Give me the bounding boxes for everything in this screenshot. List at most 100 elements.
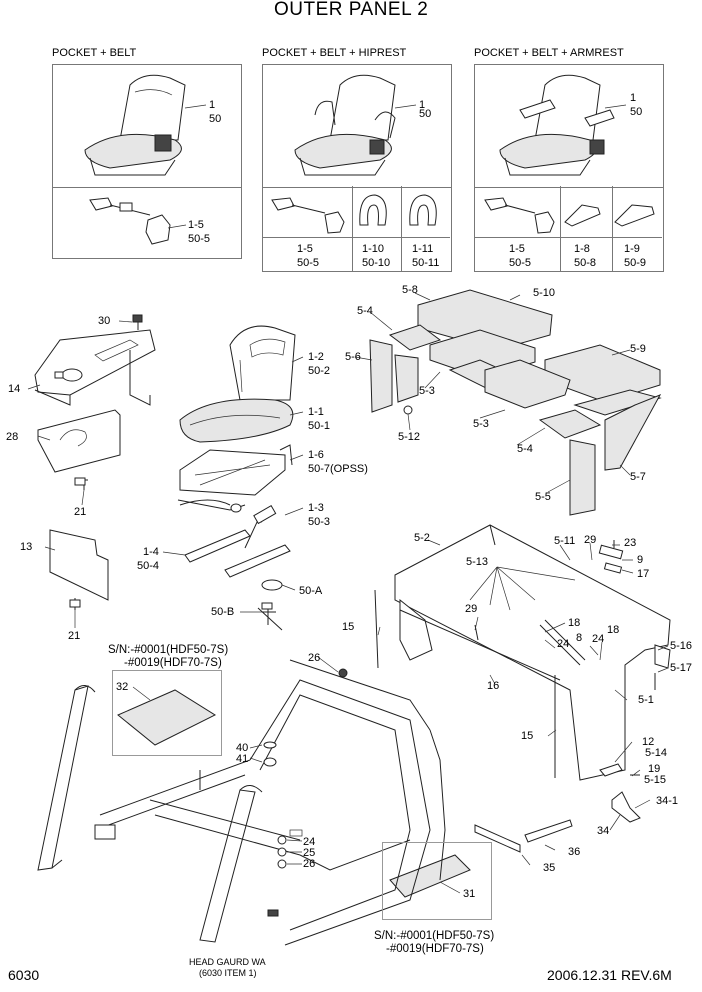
- callout-12: 12: [642, 736, 655, 748]
- callout-13: 13: [20, 541, 33, 553]
- variant-3-parts-drawing: [484, 197, 655, 234]
- variant-1-seat-drawing: [84, 74, 186, 176]
- callout-50-4: 50-4: [137, 560, 160, 572]
- variant-2-item-2a: 1-10: [362, 243, 385, 255]
- callout-5-4-b: 5-4: [517, 443, 533, 455]
- floor-mats-drawing: [369, 289, 662, 516]
- variant-2-seat-ref-1: 1: [419, 99, 426, 111]
- variant-1-seat-ref-1: 1: [209, 99, 216, 111]
- sn-note-bottom-1: S/N:-#0001(HDF50-7S): [374, 930, 495, 942]
- callout-5-2: 5-2: [414, 532, 430, 544]
- variant-2-seat-ref-2: 50: [419, 108, 432, 120]
- callout-5-15: 5-15: [644, 774, 667, 786]
- variant-1-belt-drawing: [89, 197, 171, 245]
- variant-3-item-1a: 1-5: [509, 243, 525, 255]
- callout-30: 30: [98, 315, 111, 327]
- callout-34: 34: [597, 825, 610, 837]
- sn-note-bottom-2: -#0019(HDF70-7S): [386, 943, 484, 955]
- variant-2-divider-h: [262, 237, 450, 238]
- variant-3-seat-ref-2: 50: [630, 106, 643, 118]
- variant-2-item-3b: 50-11: [412, 257, 440, 269]
- head-guard-note-2: (6030 ITEM 1): [199, 968, 257, 978]
- sn-note-top-2: -#0019(HDF70-7S): [124, 657, 222, 669]
- variant-2-seat-drawing: [294, 74, 396, 176]
- callout-31: 31: [463, 888, 476, 900]
- callout-5-3-b: 5-3: [473, 418, 489, 430]
- callout-5-14: 5-14: [645, 747, 668, 759]
- variant-3-parts-box: [474, 186, 664, 272]
- callout-5-6: 5-6: [345, 351, 361, 363]
- callout-36: 36: [568, 846, 581, 858]
- variant-1-item-1b: 50-5: [188, 233, 211, 245]
- callout-5-5: 5-5: [535, 491, 551, 503]
- head-guard-frame-drawing: [37, 659, 446, 946]
- cover-plate-32-drawing: [117, 689, 217, 746]
- variant-3-seat-box: [474, 64, 664, 188]
- callout-25: 25: [303, 847, 316, 859]
- variant-2-item-1a: 1-5: [297, 243, 313, 255]
- callout-28: 28: [6, 431, 19, 443]
- variant-3-divider-h: [474, 237, 662, 238]
- callout-1-1: 1-1: [308, 406, 324, 418]
- callout-50-b: 50-B: [211, 606, 235, 618]
- callout-50-2: 50-2: [308, 365, 331, 377]
- callout-18-b: 18: [607, 624, 620, 636]
- page-number: 6030: [8, 967, 40, 983]
- callout-23: 23: [624, 537, 637, 549]
- callout-50-a: 50-A: [299, 585, 323, 597]
- callout-1-4: 1-4: [143, 546, 159, 558]
- variant-3-seat-ref-1: 1: [630, 92, 637, 104]
- callout-9: 9: [637, 554, 644, 566]
- callout-1-2: 1-2: [308, 351, 324, 363]
- callout-14: 14: [8, 383, 21, 395]
- callout-24-a: 24: [557, 638, 570, 650]
- variant-1-seat-box: [52, 64, 242, 188]
- variant-3-header: POCKET + BELT + ARMREST: [474, 47, 624, 59]
- seat-suspension-drawing: [177, 444, 293, 513]
- callout-5-7: 5-7: [630, 471, 646, 483]
- variant-1-seat-ref-2: 50: [209, 113, 222, 125]
- variant-2-parts-drawing: [271, 194, 437, 234]
- callout-5-8: 5-8: [402, 284, 418, 296]
- variant-1-item-1a: 1-5: [188, 219, 204, 231]
- sn-box-top: [112, 670, 222, 756]
- variant-2-item-1b: 50-5: [297, 257, 320, 269]
- callout-15-b: 15: [521, 730, 534, 742]
- callout-18-a: 18: [568, 617, 581, 629]
- callout-8: 8: [576, 632, 583, 644]
- callout-32: 32: [116, 681, 129, 693]
- variant-3-seat-drawing: [499, 74, 615, 176]
- sn-note-top-1: S/N:-#0001(HDF50-7S): [108, 644, 229, 656]
- callout-21-b: 21: [68, 630, 81, 642]
- callout-26-b: 26: [303, 858, 316, 870]
- callout-50-1: 50-1: [308, 420, 331, 432]
- callout-29-b: 29: [465, 603, 478, 615]
- variant-2-parts-box: [262, 186, 452, 272]
- variant-2-header: POCKET + BELT + HIPREST: [262, 47, 407, 59]
- variant-3-item-1b: 50-5: [509, 257, 532, 269]
- callout-5-11: 5-11: [554, 535, 576, 547]
- variant-2-divider-a: [352, 186, 353, 271]
- variant-2-item-2b: 50-10: [362, 257, 391, 269]
- variant-3-divider-b: [612, 186, 613, 271]
- callout-5-9: 5-9: [630, 343, 646, 355]
- variant-2-divider-b: [401, 186, 402, 271]
- callout-1-3: 1-3: [308, 502, 324, 514]
- callout-41: 41: [236, 753, 249, 765]
- callout-5-1: 5-1: [638, 694, 654, 706]
- callout-29-a: 29: [584, 534, 597, 546]
- callout-50-7: 50-7(OPSS): [308, 463, 368, 475]
- callout-26-a: 26: [308, 652, 321, 664]
- head-guard-note-1: HEAD GAURD WA: [189, 957, 266, 967]
- side-panel-13-drawing: [49, 529, 109, 610]
- callout-5-17: 5-17: [670, 662, 693, 674]
- callout-40: 40: [236, 742, 249, 754]
- seat-backrest-drawing: [229, 325, 296, 401]
- callout-50-3: 50-3: [308, 516, 331, 528]
- callout-19: 19: [648, 763, 661, 775]
- callout-5-13: 5-13: [466, 556, 489, 568]
- variant-3-item-2a: 1-8: [574, 243, 590, 255]
- callout-5-4-a: 5-4: [357, 305, 373, 317]
- callout-34-1: 34-1: [656, 795, 679, 807]
